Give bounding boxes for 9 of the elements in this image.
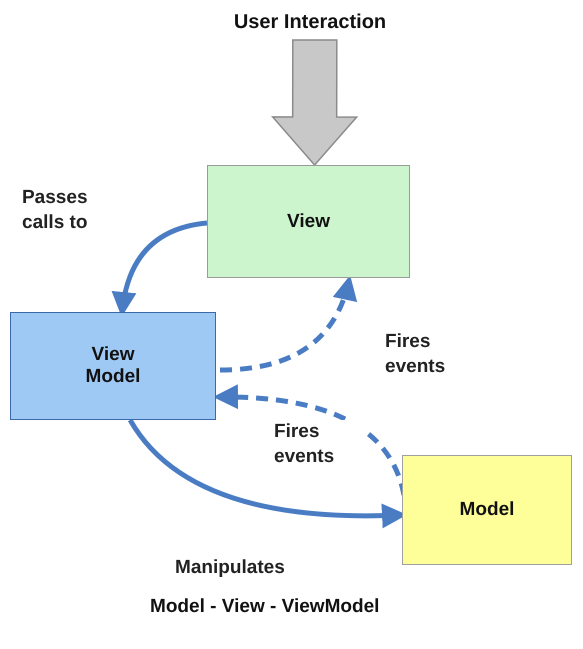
process-box — [402, 455, 572, 565]
process-box — [207, 165, 410, 278]
box-label: View Model — [84, 344, 142, 388]
box-label: View — [286, 210, 331, 232]
input-label: User Interaction — [234, 10, 386, 34]
box-label: Model — [458, 499, 516, 521]
block-arrow — [271, 39, 358, 166]
caption: Model - View - ViewModel — [150, 596, 380, 618]
process-box — [10, 312, 216, 420]
